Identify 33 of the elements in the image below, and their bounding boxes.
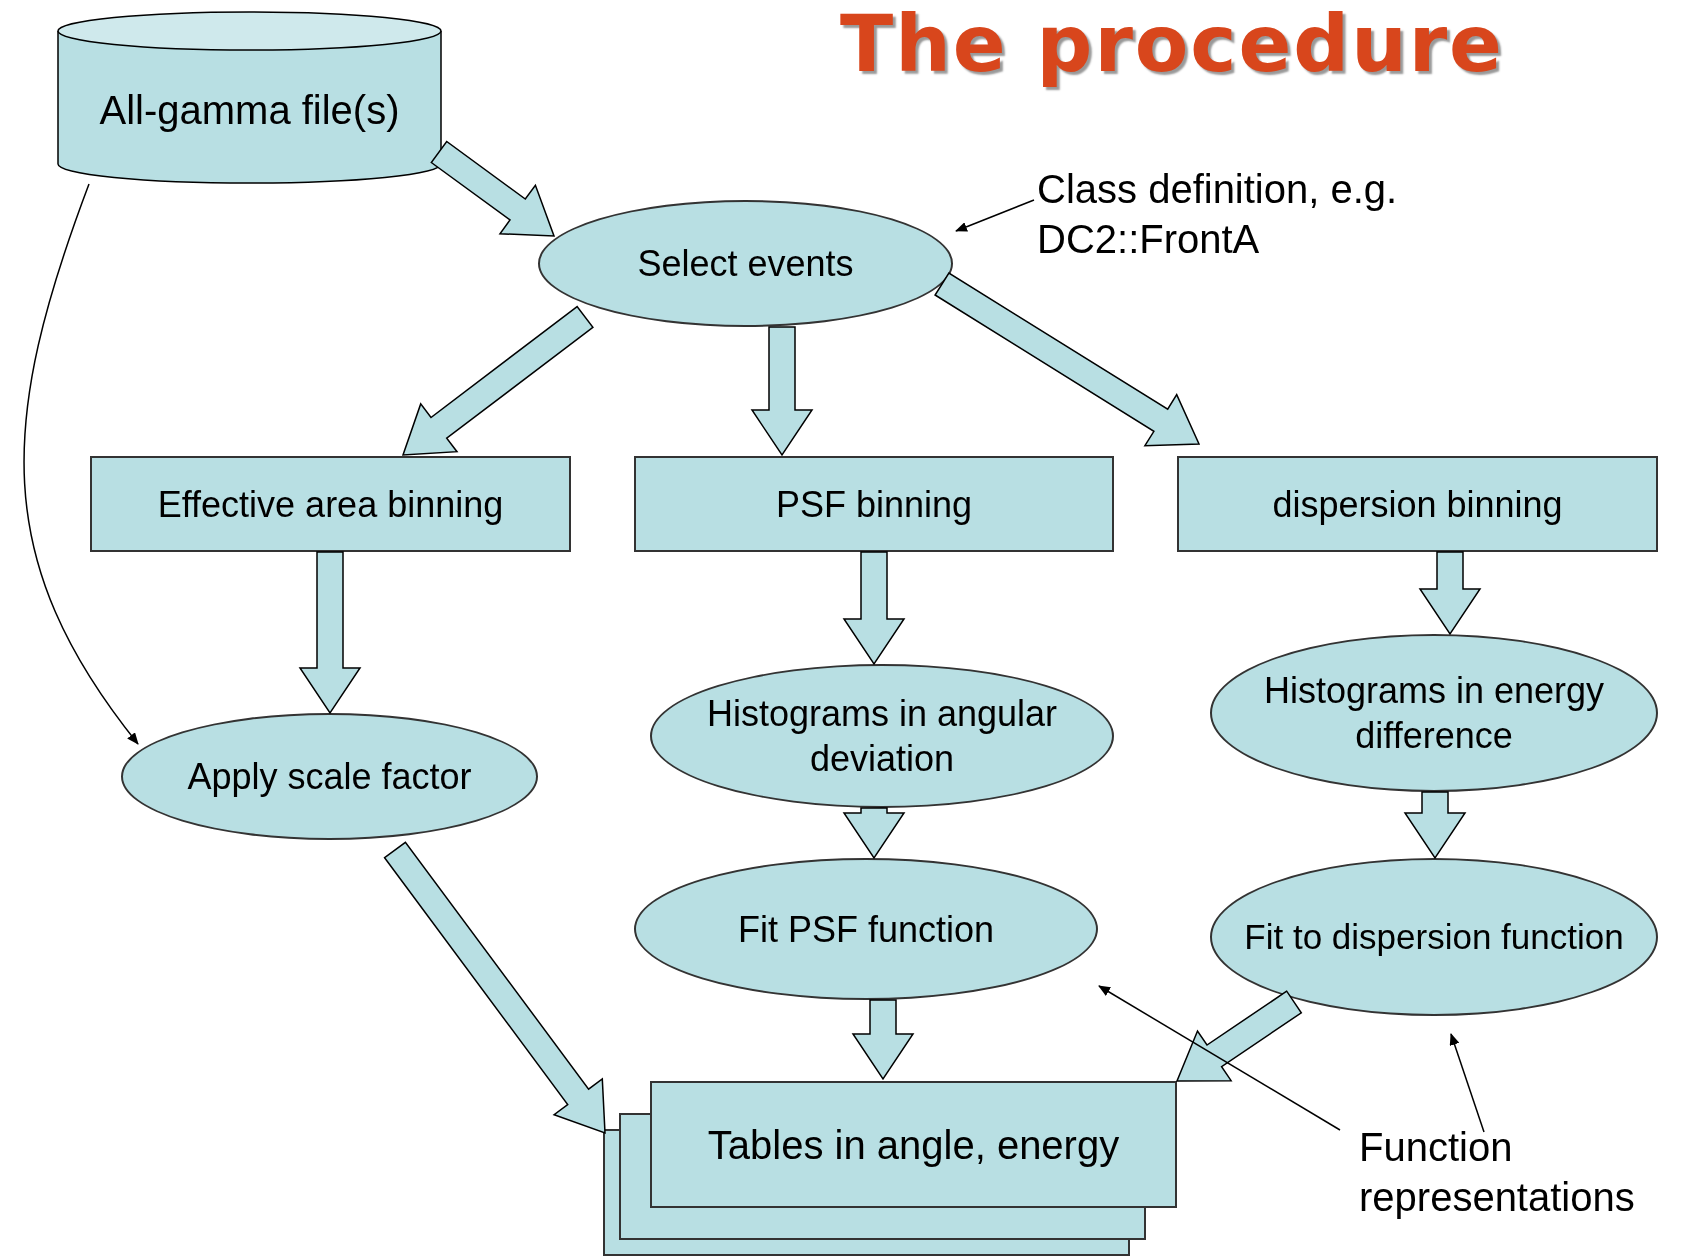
block-arrow (842, 551, 906, 666)
leader-line (955, 199, 1035, 232)
node-label: Class definition, e.g. DC2::FrontA (1037, 166, 1399, 263)
block-arrow (750, 326, 814, 457)
block-arrow (430, 140, 556, 237)
node-label: Function representations (1359, 1124, 1636, 1221)
node-label: Apply scale factor (187, 755, 472, 799)
node-label: PSF binning (775, 482, 973, 527)
block-arrow (934, 271, 1201, 447)
node-label: Select events (637, 242, 854, 286)
process-box (90, 456, 571, 552)
node-label: Tables in angle, energy (707, 1121, 1120, 1169)
title: The procedure (840, 0, 1504, 91)
process-box (634, 456, 1114, 552)
block-arrow (1403, 791, 1467, 860)
block-arrow (1418, 551, 1482, 636)
node-label: Histograms in energy difference (1262, 669, 1606, 758)
node-label: Effective area binning (157, 482, 504, 527)
block-arrow (1175, 990, 1303, 1082)
node-label: Histograms in angular deviation (705, 692, 1059, 781)
leader-line (1449, 1033, 1485, 1133)
block-arrow (842, 807, 906, 860)
arrow (23, 183, 139, 745)
block-arrow (383, 841, 606, 1135)
node-label: dispersion binning (1272, 482, 1563, 527)
block-arrow (298, 551, 362, 715)
node-label: Fit PSF function (737, 907, 995, 952)
leader-line (1098, 985, 1341, 1131)
process-box (1177, 456, 1658, 552)
node-label: Fit to dispersion function (1244, 916, 1624, 959)
node-label: All-gamma file(s) (99, 87, 400, 132)
block-arrow (401, 305, 594, 456)
block-arrow (851, 999, 915, 1081)
